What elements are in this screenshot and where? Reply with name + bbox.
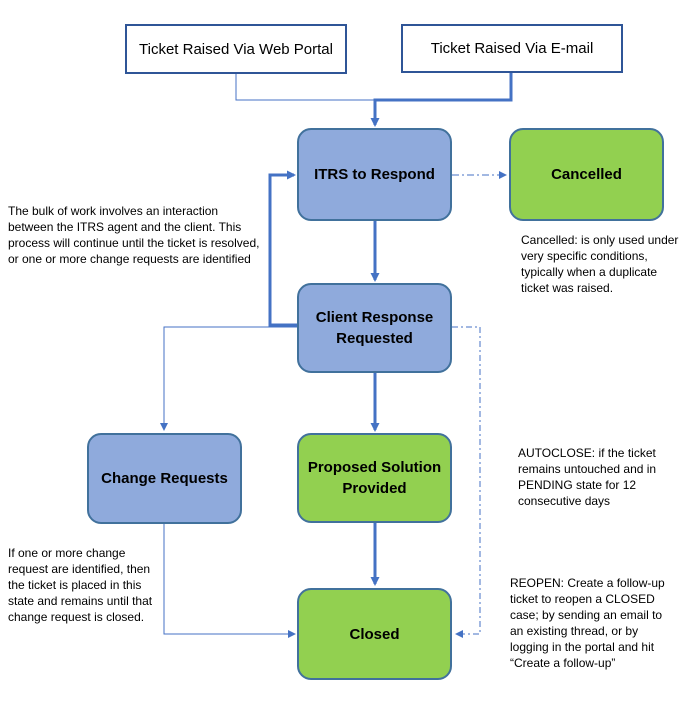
note-cancelled: Cancelled: is only used under very speci… bbox=[521, 233, 679, 295]
state-change-requests: Change Requests bbox=[87, 433, 242, 524]
source-email: Ticket Raised Via E-mail bbox=[401, 24, 623, 73]
autoclose-connector bbox=[452, 326, 481, 638]
note-autoclose: AUTOCLOSE: if the ticket remains untouch… bbox=[518, 446, 657, 508]
loop-back-connector bbox=[268, 170, 300, 327]
source-email-label: Ticket Raised Via E-mail bbox=[430, 40, 594, 57]
note-bulk-work: The bulk of work involves an interaction… bbox=[8, 204, 260, 266]
state-closed-label: Closed bbox=[349, 625, 400, 643]
source-web-portal: Ticket Raised Via Web Portal bbox=[125, 24, 347, 74]
source-web-portal-label: Ticket Raised Via Web Portal bbox=[139, 40, 333, 58]
state-closed: Closed bbox=[297, 588, 452, 680]
state-cancelled-label: Cancelled bbox=[551, 166, 622, 183]
state-cancelled: Cancelled bbox=[509, 128, 664, 221]
state-proposed-solution: Proposed Solution Provided bbox=[297, 433, 452, 523]
note-reopen: REOPEN: Create a follow-up ticket to reo… bbox=[510, 576, 665, 670]
web-portal-connector bbox=[235, 73, 375, 101]
state-itrs-respond-label: ITRS to Respond bbox=[314, 166, 435, 183]
state-itrs-respond: ITRS to Respond bbox=[297, 128, 452, 221]
state-change-requests-label: Change Requests bbox=[101, 470, 228, 487]
client-to-change-connector bbox=[160, 326, 300, 431]
state-proposed-solution-label: Proposed Solution Provided bbox=[307, 459, 442, 497]
change-to-closed-connector bbox=[163, 524, 296, 638]
state-client-response: Client Response Requested bbox=[297, 283, 452, 373]
note-change-requests: If one or more change request are identi… bbox=[8, 546, 153, 624]
email-connector bbox=[370, 72, 513, 127]
state-client-response-label: Client Response Requested bbox=[315, 309, 434, 347]
